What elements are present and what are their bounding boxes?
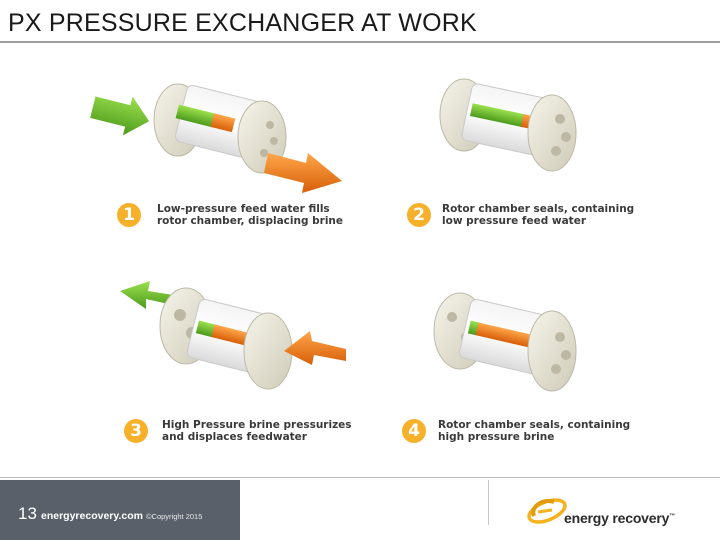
step3-brine-inlet-arrow [284,331,346,365]
step2-device [439,78,577,172]
step3-device [120,281,346,390]
step1-caption-line1: Low-pressure feed water fills [157,203,330,215]
brand-name: energy recovery™ [564,510,675,526]
step2-badge: 2 [407,203,431,227]
step4-brine-column [475,322,534,348]
step1-caption-line2: rotor chamber, displacing brine [157,215,344,227]
title-divider [0,41,720,43]
footer-panel [0,480,240,540]
step3-caption-line2: and displaces feedwater [162,431,307,443]
step2-port-icon [555,114,565,124]
footer-vertical-divider [488,480,489,525]
step4-port-icon [555,332,565,342]
step3-caption-line1: High Pressure brine pressurizes [162,419,352,431]
step4-caption-line2: high pressure brine [438,431,555,443]
slide-number: 13 [18,504,37,523]
website-link[interactable]: energyrecovery.com [41,510,143,522]
brand-trademark: ™ [669,513,675,520]
diagram-stage: 1 Low-pressure feed water fills rotor ch… [0,45,720,475]
step4-caption: Rotor chamber seals, containing high pre… [438,419,630,443]
energy-recovery-logo-icon [527,498,567,524]
step1-device [90,83,342,193]
step3-port-icon [174,309,186,321]
step4-port-icon [447,312,457,322]
step4-caption-line1: Rotor chamber seals, containing [438,419,631,431]
step1-brine-outlet-arrow [264,153,342,193]
step4-device [433,292,577,392]
step3-brine-column [211,324,252,347]
step2-port-icon [561,132,571,142]
step1-port-icon [266,121,274,129]
step2-feed-water-column [469,103,526,128]
step2-caption: Rotor chamber seals, containing low pres… [442,203,634,227]
step4-port-icon [551,364,561,374]
step4-right-endcap [527,310,577,392]
step2-caption-line1: Rotor chamber seals, containing [442,203,635,215]
step2-port-icon [551,146,561,156]
step1-port-icon [270,137,278,145]
step4-badge: 4 [402,419,426,443]
step2-right-endcap [527,94,577,172]
step3-caption: High Pressure brine pressurizes and disp… [162,419,352,443]
slide-title: PX PRESSURE EXCHANGER AT WORK [8,9,477,37]
copyright-text: ©Copyright 2015 [146,512,203,521]
step3-feed-water-column [195,320,217,338]
px-diagram [90,78,577,392]
step1-badge: 1 [117,203,141,227]
step2-caption-line2: low pressure feed water [442,215,587,227]
step1-feed-inlet-arrow [90,96,150,136]
step1-brine-column [210,113,236,133]
step1-caption: Low-pressure feed water fills rotor cham… [157,203,343,227]
step1-feed-water-column [175,104,216,128]
footer-divider-line [0,477,720,478]
step4-port-icon [561,350,571,360]
brand-text: energy recovery [564,510,670,526]
step3-badge: 3 [124,419,148,443]
step1-port-icon [260,149,268,157]
